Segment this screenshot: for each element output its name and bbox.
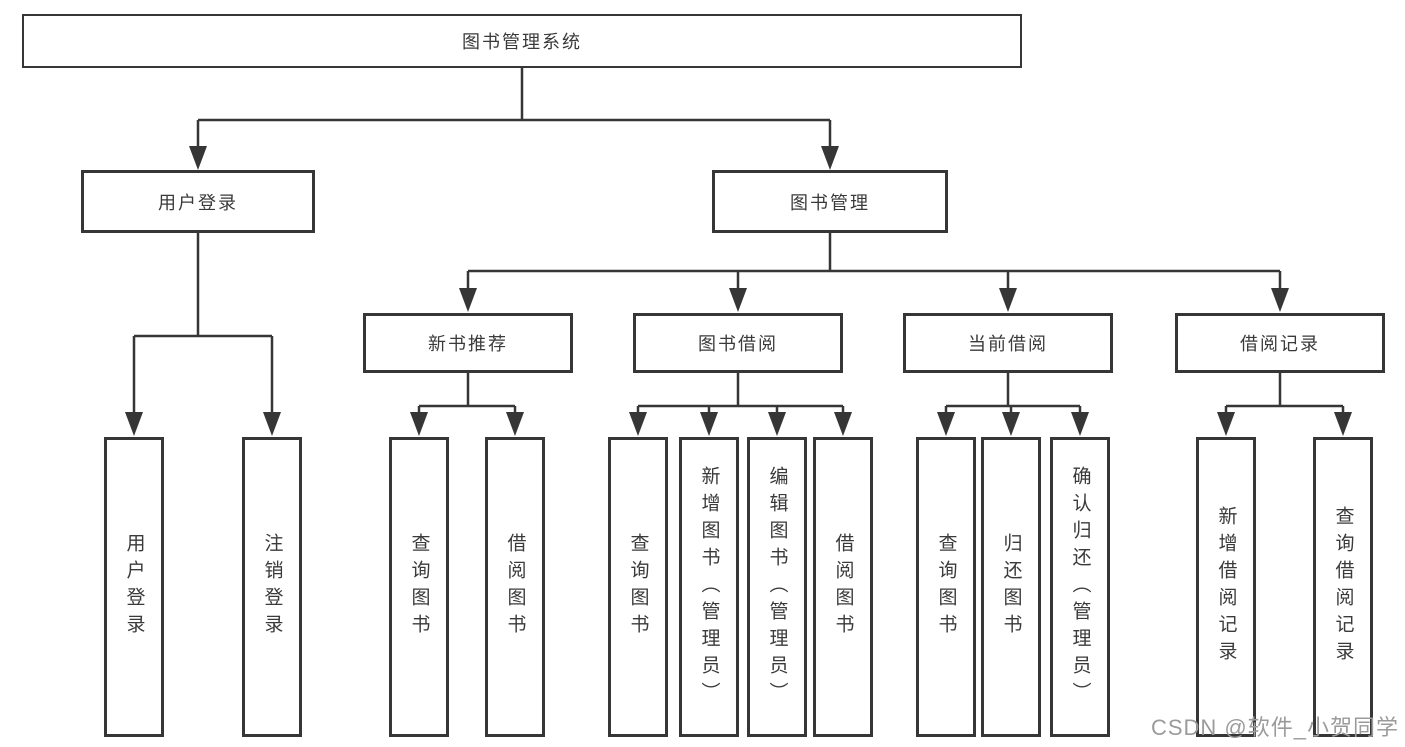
leaf-logout-label: 注销登录 — [261, 533, 283, 641]
leaf-add-book-admin-label: 新增图书（管理员） — [698, 465, 720, 709]
leaf-borrow-books-label: 借阅图书 — [832, 533, 854, 641]
leaf-return-books: 归还图书 — [981, 437, 1041, 737]
leaf-query-borrow-record: 查询借阅记录 — [1313, 437, 1373, 737]
node-library-system: 图书管理系统 — [22, 14, 1022, 68]
leaf-logout: 注销登录 — [242, 437, 302, 737]
watermark: CSDN @软件_小贺同学 — [1150, 715, 1399, 740]
leaf-user-login: 用户登录 — [104, 437, 164, 737]
node-borrow-records-label: 借阅记录 — [1240, 334, 1320, 354]
node-user-login-label: 用户登录 — [158, 192, 238, 213]
leaf-add-book-admin: 新增图书（管理员） — [679, 437, 739, 737]
leaf-query-books-borrow-label: 查询图书 — [627, 533, 649, 641]
leaf-borrow-books-recommend: 借阅图书 — [485, 437, 545, 737]
node-new-book-recommend-label: 新书推荐 — [428, 334, 508, 354]
leaf-borrow-books: 借阅图书 — [813, 437, 873, 737]
node-user-login: 用户登录 — [81, 170, 315, 233]
leaf-user-login-label: 用户登录 — [123, 533, 145, 641]
node-library-system-label: 图书管理系统 — [462, 32, 582, 52]
node-borrow-records: 借阅记录 — [1175, 313, 1385, 373]
node-book-borrow: 图书借阅 — [633, 313, 843, 373]
node-new-book-recommend: 新书推荐 — [363, 313, 573, 373]
node-book-management: 图书管理 — [712, 170, 948, 233]
node-book-borrow-label: 图书借阅 — [698, 334, 778, 354]
leaf-query-borrow-record-label: 查询借阅记录 — [1332, 506, 1354, 668]
leaf-return-books-label: 归还图书 — [1000, 533, 1022, 641]
leaf-query-books-current: 查询图书 — [916, 437, 976, 737]
leaf-confirm-return-admin: 确认归还（管理员） — [1050, 437, 1110, 737]
node-current-borrow: 当前借阅 — [903, 313, 1113, 373]
leaf-query-books-recommend-label: 查询图书 — [408, 533, 430, 641]
leaf-confirm-return-admin-label: 确认归还（管理员） — [1069, 465, 1091, 709]
leaf-query-books-recommend: 查询图书 — [389, 437, 449, 737]
leaf-edit-book-admin-label: 编辑图书（管理员） — [766, 465, 788, 709]
leaf-query-books-current-label: 查询图书 — [935, 533, 957, 641]
node-book-management-label: 图书管理 — [790, 192, 870, 213]
node-current-borrow-label: 当前借阅 — [968, 334, 1048, 354]
leaf-add-borrow-record-label: 新增借阅记录 — [1215, 506, 1237, 668]
leaf-query-books-borrow: 查询图书 — [608, 437, 668, 737]
leaf-add-borrow-record: 新增借阅记录 — [1196, 437, 1256, 737]
leaf-borrow-books-recommend-label: 借阅图书 — [504, 533, 526, 641]
leaf-edit-book-admin: 编辑图书（管理员） — [747, 437, 807, 737]
